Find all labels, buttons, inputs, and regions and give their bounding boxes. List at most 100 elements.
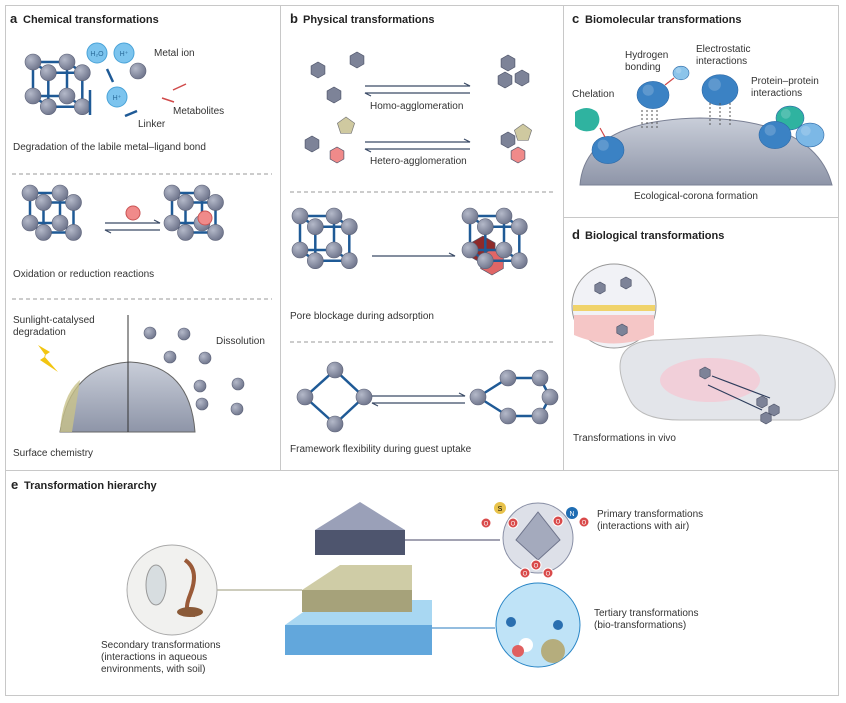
protein-icon	[591, 136, 625, 164]
oxygen-atom	[530, 559, 542, 571]
metal-node	[495, 241, 513, 259]
bio-particle	[512, 645, 524, 657]
hexagon-particle	[510, 146, 526, 164]
metal-node	[495, 207, 513, 225]
secondary-layer-front	[302, 590, 412, 612]
label-dissolution: Dissolution	[216, 336, 265, 347]
forward-arrow	[365, 138, 471, 143]
daphnia-icon	[145, 564, 167, 606]
label-electro-1: Electrostatic	[696, 44, 750, 55]
hydrogen-bond	[664, 77, 675, 86]
reverse-arrow	[104, 229, 160, 234]
metal-node	[177, 327, 191, 341]
metal-node	[58, 53, 76, 71]
ion-icon	[113, 42, 135, 64]
caption-flexibility: Framework flexibility during guest uptak…	[290, 444, 472, 455]
panel-borders	[5, 5, 839, 696]
oxygen-atom	[578, 516, 590, 528]
metal-node	[193, 184, 211, 202]
secondary-circle	[126, 544, 218, 636]
panel-b-title: Physical transformations	[303, 14, 434, 26]
metal-node	[296, 388, 314, 406]
primary-layer-front	[315, 530, 405, 555]
label-hbond-1: Hydrogen	[625, 50, 668, 61]
caption-surface-chemistry: Surface chemistry	[13, 448, 93, 459]
nitrogen-atom	[566, 507, 578, 519]
protein-highlight	[780, 108, 791, 119]
caption-in-vivo: Transformations in vivo	[573, 433, 676, 444]
oxygen-atom	[480, 517, 492, 529]
label-protein-2: interactions	[751, 88, 802, 99]
metal-node	[510, 218, 528, 236]
label-hbond-2: bonding	[625, 62, 661, 73]
surface-coating	[60, 380, 80, 432]
hexagon-particle	[497, 71, 513, 89]
ion-label: H₂O	[90, 51, 104, 58]
metabolite	[172, 83, 187, 91]
metal-node	[51, 214, 69, 232]
nitrogen-label: N	[569, 511, 574, 518]
metal-node	[499, 369, 517, 387]
metal-node	[291, 207, 309, 225]
soil-icon	[177, 607, 203, 617]
protein-highlight	[642, 84, 654, 96]
label-electro-2: interactions	[696, 56, 747, 67]
hexagon-particle	[326, 86, 342, 104]
protein-highlight	[800, 125, 811, 136]
caption-redox: Oxidation or reduction reactions	[13, 269, 154, 280]
metal-node	[326, 415, 344, 433]
panel-c-title: Biomolecular transformations	[585, 14, 741, 26]
hexagon-particle	[594, 281, 606, 295]
reverse-arrow	[364, 92, 470, 97]
metal-node	[207, 194, 224, 211]
panel-d-letter: d	[572, 227, 580, 242]
metal-node	[230, 402, 244, 416]
metal-node	[325, 207, 343, 225]
caption-pore: Pore blockage during adsorption	[290, 311, 434, 322]
oxygen-atom	[542, 567, 554, 579]
sulfur-atom	[494, 502, 506, 514]
metal-node	[58, 87, 76, 105]
metal-node	[21, 184, 39, 202]
hexagon-particle	[616, 323, 628, 337]
metal-node	[143, 326, 157, 340]
lightning-icon	[38, 345, 58, 372]
label-metabolites: Metabolites	[173, 106, 224, 117]
protein-highlight	[708, 78, 721, 91]
metal-node	[39, 98, 57, 116]
label-tertiary-1: Tertiary transformations	[594, 608, 698, 619]
tertiary-layer-front	[285, 625, 432, 655]
metal-node	[35, 194, 52, 211]
metal-node	[476, 252, 494, 270]
hexagon-particle	[760, 411, 772, 425]
panel-d-title: Biological transformations	[585, 230, 724, 242]
pentagon-particle	[336, 116, 356, 134]
oxygen-label: O	[523, 572, 528, 578]
metal-node	[510, 252, 528, 270]
metal-node	[24, 87, 42, 105]
oxygen-label: O	[582, 521, 587, 527]
hexagon-particle	[756, 395, 768, 409]
metal-node	[531, 369, 549, 387]
oxygen-label: O	[534, 564, 539, 570]
metal-node	[21, 214, 39, 232]
hexagon-particle	[620, 276, 632, 290]
metal-node	[306, 252, 324, 270]
chelator-molecule	[575, 108, 600, 132]
protein-icon	[758, 121, 792, 149]
oxygen-atom	[519, 567, 531, 579]
caption-corona: Ecological-corona formation	[634, 191, 758, 202]
tissue-layer	[574, 315, 654, 344]
adsorbed-ion	[197, 210, 213, 226]
label-tertiary-2: (bio-transformations)	[594, 620, 686, 631]
metal-node	[326, 361, 344, 379]
metal-node	[163, 184, 181, 202]
hexagon-particle	[304, 135, 320, 153]
ion-label: H⁺	[113, 95, 122, 102]
label-secondary-1: Secondary transformations	[101, 640, 221, 651]
label-primary-2: (interactions with air)	[597, 521, 689, 532]
oxygen-label: O	[484, 522, 489, 528]
hexagon-particle	[768, 403, 780, 417]
bio-particle	[506, 617, 516, 627]
